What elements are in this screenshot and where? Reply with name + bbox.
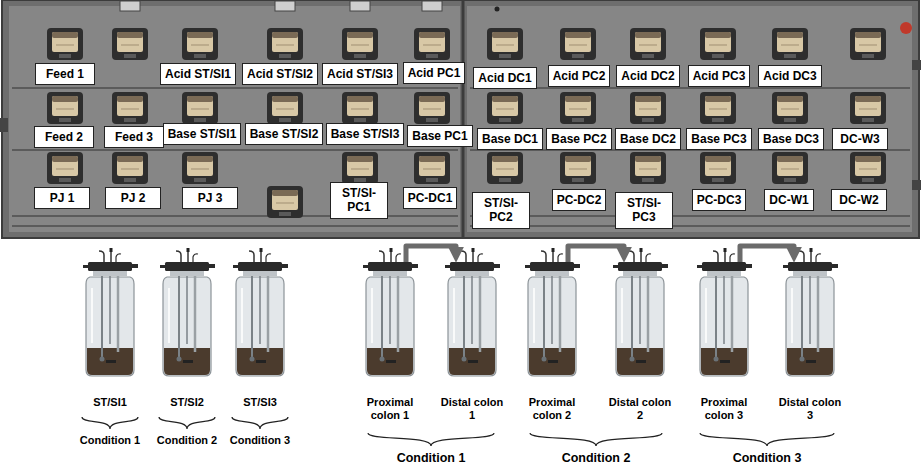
condition-label: Condition 3 (733, 451, 802, 465)
pump-label-box: Base ST/SI3 (326, 123, 405, 145)
pump-label: Base DC1 (482, 132, 538, 146)
pump-label: Acid ST/SI3 (327, 67, 393, 81)
vessel-label: Proximal colon 2 (520, 396, 584, 422)
vessel-label: Proximal colon 1 (358, 396, 422, 422)
pump-label-box: ST/SI-PC1 (330, 182, 388, 219)
condition-label: Condition 1 (397, 451, 466, 465)
vessel-node: Distal colon 2 (604, 262, 676, 422)
pump-label-box: Acid PC1 (403, 62, 466, 84)
pump-label: Base DC3 (763, 132, 819, 146)
transfer-arrow (406, 246, 456, 262)
control-panel (0, 0, 921, 238)
pump-label-box: DC-W1 (764, 189, 813, 211)
pump-label: Base PC3 (691, 132, 746, 146)
vessel-label: ST/SI2 (155, 396, 219, 409)
pump-label: Acid PC2 (553, 69, 606, 83)
pump-label-box: Acid DC2 (616, 65, 679, 87)
vessel-label: Distal colon 3 (778, 396, 842, 422)
pump-label: Base PC1 (412, 129, 467, 143)
pump-label: Acid PC3 (693, 69, 746, 83)
vessel-node: ST/SI2 (151, 262, 223, 409)
pump-label: Base PC2 (551, 132, 606, 146)
pump-label-box: Feed 1 (35, 63, 95, 85)
pump-label-box: Base PC1 (407, 125, 472, 147)
pump-label-box: Acid ST/SI1 (160, 63, 236, 85)
pump-label: PJ 3 (187, 191, 233, 205)
pump-label: Acid ST/SI2 (247, 67, 313, 81)
vessel-node: Distal colon 1 (436, 262, 508, 422)
pump-label: Base DC2 (620, 132, 676, 146)
condition-label: Condition 1 (80, 434, 141, 446)
pump-label-box: ST/SI-PC2 (472, 192, 530, 229)
pump-label: PC-DC3 (697, 193, 742, 207)
pump-label: Feed 3 (109, 130, 159, 144)
condition-label: Condition 2 (562, 451, 631, 465)
pump-label-box: Acid PC3 (688, 65, 751, 87)
pump-label-box: PC-DC1 (403, 187, 458, 209)
pump-label-box: Base DC2 (615, 128, 681, 150)
pump-label: Acid DC1 (478, 71, 531, 85)
pump-label: Base ST/SI2 (250, 127, 319, 141)
pump-label-box: PC-DC3 (692, 189, 747, 211)
pump-label-box: ST/SI-PC3 (615, 192, 673, 229)
vessel-node: Proximal colon 2 (516, 262, 588, 422)
pump-label: DC-W2 (836, 193, 882, 207)
vessel-node: ST/SI3 (224, 262, 296, 409)
pump-label: Acid DC3 (763, 69, 816, 83)
vessel-node: ST/SI1 (74, 262, 146, 409)
pump-label-box: Acid PC2 (548, 65, 611, 87)
bioreactor-vessels (83, 248, 838, 376)
pump-label: Base ST/SI3 (331, 127, 400, 141)
pump-label-box: Acid ST/SI2 (242, 63, 318, 85)
pump-label-box: Acid DC3 (758, 65, 821, 87)
vessel-node: Distal colon 3 (774, 262, 846, 422)
pump-label: Acid DC2 (621, 69, 674, 83)
pump-label-box: Feed 3 (104, 126, 164, 148)
vessel-label: ST/SI3 (228, 396, 292, 409)
pump-heads (47, 28, 886, 218)
pump-label-box: PJ 3 (182, 187, 238, 209)
condition-label: Condition 2 (157, 434, 218, 446)
vessel-label: Proximal colon 3 (692, 396, 756, 422)
vessel-label: Distal colon 1 (440, 396, 504, 422)
pump-label: Acid PC1 (408, 66, 461, 80)
pump-label: ST/SI-PC3 (620, 196, 668, 225)
pump-label-box: DC-W3 (832, 128, 888, 150)
pump-label: PC-DC2 (557, 193, 602, 207)
pump-label-box: Base PC2 (546, 128, 611, 150)
pump-label: DC-W3 (837, 132, 883, 146)
pump-label: PJ 1 (39, 191, 85, 205)
pump-label: Base ST/SI1 (168, 127, 237, 141)
pump-label-box: Feed 2 (34, 126, 94, 148)
pump-label-box: DC-W2 (831, 189, 887, 211)
pump-label-box: Base ST/SI2 (245, 123, 324, 145)
pump-label: ST/SI-PC2 (477, 196, 525, 225)
pump-label: Feed 1 (40, 67, 90, 81)
transfer-arrow (740, 246, 794, 262)
pump-label: ST/SI-PC1 (335, 186, 383, 215)
pump-label-box: PC-DC2 (552, 189, 607, 211)
pump-label-box: Acid DC1 (473, 67, 536, 89)
pump-label-box: Base ST/SI1 (163, 123, 242, 145)
condition-label: Condition 3 (230, 434, 291, 446)
transfer-arrow (568, 246, 624, 262)
condition-brackets (82, 417, 834, 446)
pump-label-box: Acid ST/SI3 (322, 63, 398, 85)
pump-label-box: PJ 1 (34, 187, 90, 209)
pump-label-box: PJ 2 (105, 187, 161, 209)
pump-label-box: Base DC3 (758, 128, 824, 150)
pump-label-box: Base DC1 (477, 128, 543, 150)
pump-label-box: Base PC3 (686, 128, 751, 150)
vessel-node: Proximal colon 1 (354, 262, 426, 422)
vessel-label: ST/SI1 (78, 396, 142, 409)
vessel-node: Proximal colon 3 (688, 262, 760, 422)
pump-label: Feed 2 (39, 130, 89, 144)
pump-label: Acid ST/SI1 (165, 67, 231, 81)
pump-label: DC-W1 (769, 193, 808, 207)
pump-label: PC-DC1 (408, 191, 453, 205)
pump-label: PJ 2 (110, 191, 156, 205)
vessel-label: Distal colon 2 (608, 396, 672, 422)
